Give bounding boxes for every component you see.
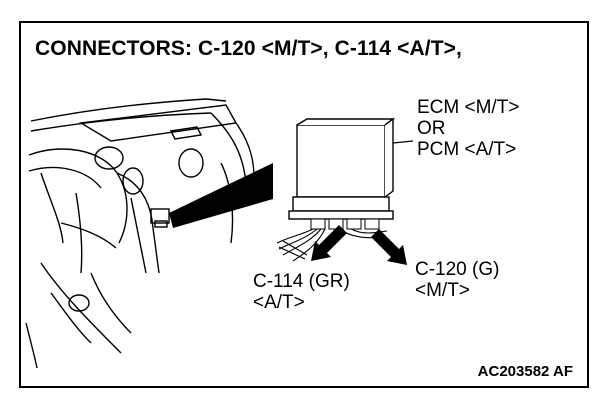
c120-label-line1: C-120 (G) bbox=[415, 259, 500, 280]
c120-connector-label: C-120 (G) <M/T> bbox=[415, 259, 499, 301]
ecm-label: ECM <M/T> OR PCM <A/T> bbox=[417, 97, 519, 160]
figure-code: AC203582 AF bbox=[477, 363, 573, 380]
ecm-label-line3: PCM <A/T> bbox=[417, 139, 517, 160]
dashboard-illustration bbox=[25, 98, 414, 369]
ecm-label-line2: OR bbox=[417, 118, 446, 139]
diagram-title: CONNECTORS: C-120 <M/T>, C-114 <A/T>, bbox=[35, 37, 462, 60]
c114-label-line1: C-114 (GR) bbox=[253, 271, 350, 292]
c114-connector-label: C-114 (GR) <A/T> bbox=[253, 271, 350, 313]
diagram-frame: CONNECTORS: C-120 <M/T>, C-114 <A/T>, EC… bbox=[19, 21, 589, 388]
ecm-label-line1: ECM <M/T> bbox=[417, 97, 520, 118]
c114-label-line2: <A/T> bbox=[253, 292, 305, 313]
c120-label-line2: <M/T> bbox=[415, 280, 470, 301]
